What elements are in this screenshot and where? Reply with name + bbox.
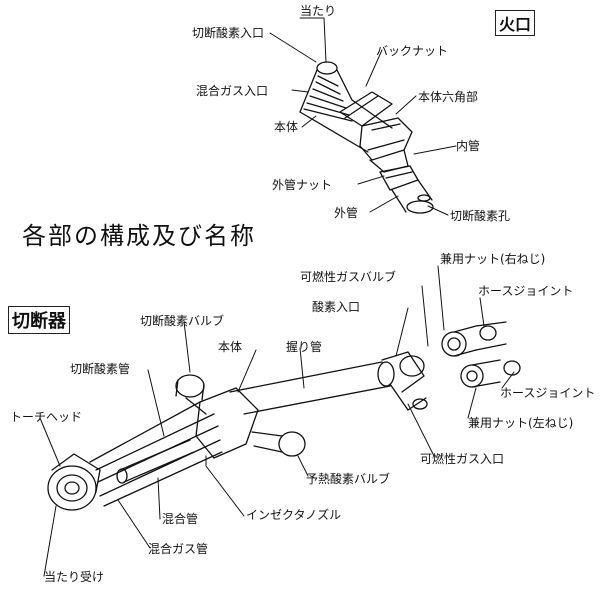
label-inner-tube: 内管 <box>456 139 481 153</box>
label-cutting-oxygen-valve: 切断酸素バルブ <box>140 314 225 328</box>
label-fuel-gas-valve: 可燃性ガスバルブ <box>300 270 397 284</box>
label-cutting-oxygen-tube: 切断酸素管 <box>70 362 131 376</box>
label-injector-nozzle: インゼクタノズル <box>246 508 342 522</box>
tip-section-label: 火口 <box>495 10 536 36</box>
diagram-title: 各部の構成及び名称 <box>22 222 256 250</box>
label-atari: 当たり <box>300 4 337 18</box>
label-dual-nut-right: 兼用ナット(右ねじ) <box>440 252 546 266</box>
label-fuel-gas-inlet: 可燃性ガス入口 <box>420 452 505 466</box>
label-grip-tube: 握り管 <box>286 340 323 354</box>
label-tip-body: 本体 <box>274 120 299 134</box>
cutter-section-label: 切断器 <box>8 306 70 334</box>
label-cutter-body: 本体 <box>218 340 243 354</box>
label-hose-joint-1: ホースジョイント <box>478 284 574 298</box>
label-tip-seat: 当たり受け <box>44 570 105 584</box>
label-preheat-oxygen-valve: 予熱酸素バルブ <box>306 472 391 486</box>
label-mixed-gas-tube: 混合ガス管 <box>148 542 209 556</box>
label-oxygen-inlet: 酸素入口 <box>312 300 361 314</box>
label-torch-head: トーチヘッド <box>10 410 83 424</box>
label-body-hex: 本体六角部 <box>418 90 479 104</box>
label-back-nut: バックナット <box>376 44 449 58</box>
label-outer-tube-nut: 外管ナット <box>272 178 333 192</box>
label-mixed-gas-inlet: 混合ガス入口 <box>196 84 269 98</box>
label-hose-joint-2: ホースジョイント <box>500 386 596 400</box>
label-dual-nut-left: 兼用ナット(左ねじ) <box>468 416 574 430</box>
label-mixing-tube: 混合管 <box>162 512 199 526</box>
label-cutting-oxygen-inlet: 切断酸素入口 <box>192 26 265 40</box>
label-outer-tube: 外管 <box>334 206 359 220</box>
label-cutting-oxygen-hole: 切断酸素孔 <box>450 209 511 223</box>
cutter-drawing <box>47 321 521 511</box>
tip-drawing <box>299 61 434 214</box>
